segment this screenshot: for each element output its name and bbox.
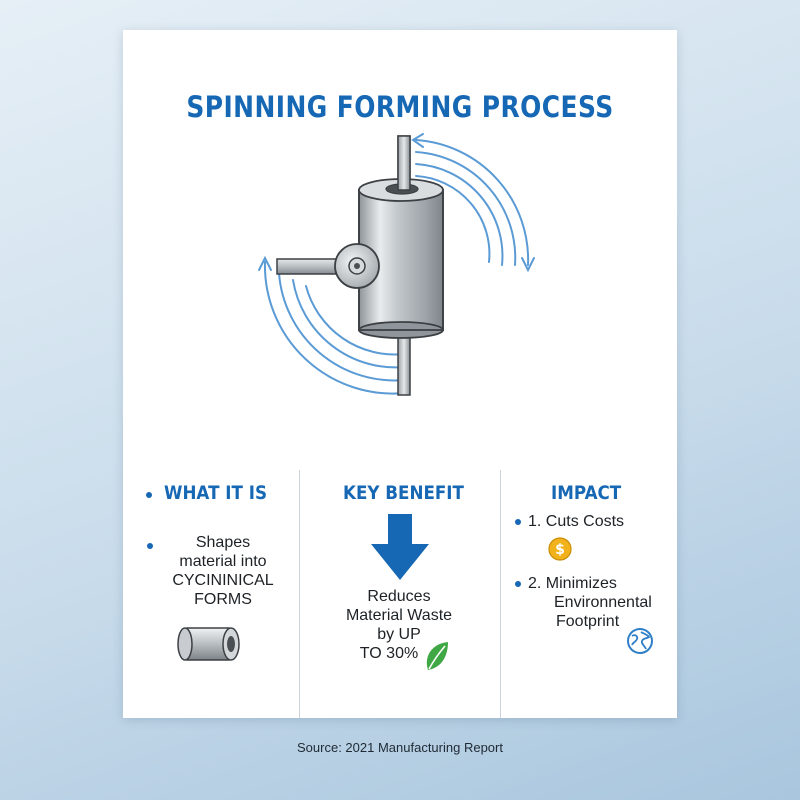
heading-what-it-is: WHAT IT IS: [164, 482, 268, 504]
impact-item-1: 1. Cuts Costs: [528, 513, 625, 530]
svg-text:$: $: [555, 542, 565, 558]
page-title: SPINNING FORMING PROCESS: [186, 90, 614, 124]
impact-item-2: 2. Minimizes Environnental Footprint: [528, 575, 652, 630]
column-divider: [299, 470, 300, 718]
what-it-is-text: Shapes material into CYCININICAL FORMS: [172, 534, 274, 608]
bullet-icon: [147, 543, 153, 549]
down-arrow-icon: [371, 514, 429, 580]
heading-key-benefit: KEY BENEFIT: [343, 482, 464, 504]
heading-impact: IMPACT: [551, 482, 622, 504]
rotation-arrows-icon: [258, 133, 535, 395]
globe-icon: [627, 628, 653, 654]
leaf-icon: [426, 642, 448, 670]
tube-icon: [177, 627, 240, 661]
bullet-icon: [515, 519, 521, 525]
spinning-machine-icon: [258, 133, 535, 396]
bullet-icon: [515, 581, 521, 587]
key-benefit-text: Reduces Material Waste by UP TO 30%: [345, 588, 453, 662]
source-note: Source: 2021 Manufacturing Report: [297, 740, 503, 755]
infographic-card: SPINNING FORMING PROCESS: [123, 30, 677, 718]
dollar-coin-icon: $: [548, 537, 572, 561]
bullet-icon: [146, 492, 152, 498]
column-divider: [500, 470, 501, 718]
